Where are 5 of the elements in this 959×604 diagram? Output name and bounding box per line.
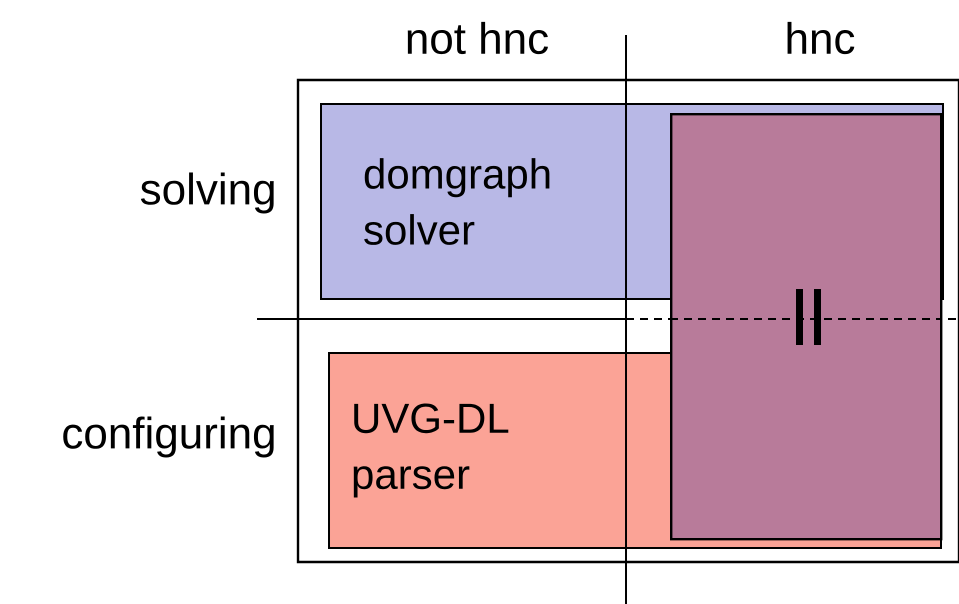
row-heading: solving [140,172,274,214]
row-heading: configuring [63,416,274,458]
column-heading: not hnc [408,22,548,54]
overlap-box [670,113,942,540]
column-heading: hnc [788,22,854,54]
